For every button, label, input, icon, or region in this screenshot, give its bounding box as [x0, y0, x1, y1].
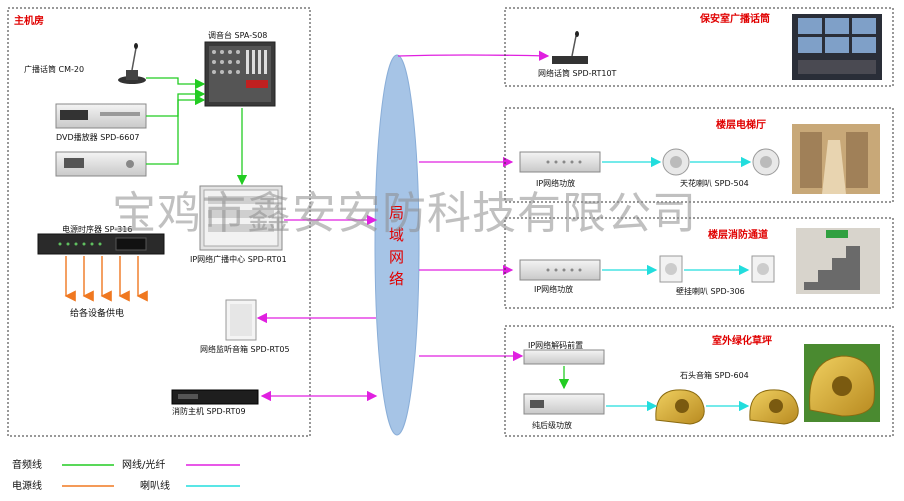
net-char-2: 域 — [389, 226, 404, 244]
stair-ip-amp-device — [519, 259, 601, 281]
stone-speaker-icon — [655, 389, 799, 425]
legend-speaker-label: 喇叭线 — [140, 479, 170, 492]
legend-audio-label: 音频线 — [12, 458, 42, 471]
ip-broadcast-center-device — [199, 185, 283, 251]
broadcast-mic-icon — [118, 43, 146, 84]
fire-host-device — [171, 389, 259, 405]
legend-power-label: 电源线 — [12, 479, 42, 492]
power-supply-lines — [64, 256, 148, 302]
elevator-speaker-label: 天花喇叭 SPD-504 — [680, 178, 749, 188]
fire-label: 消防主机 SPD-RT09 — [172, 406, 246, 416]
speaker-lines — [602, 156, 752, 412]
legend: 音频线 网线/光纤 电源线 喇叭线 — [12, 458, 240, 492]
lawn-speaker-label: 石头音箱 SPD-604 — [680, 370, 749, 380]
network-mic-icon — [552, 31, 588, 64]
lawn-photo — [804, 344, 880, 422]
elevator-hall-photo — [792, 124, 880, 194]
stair-amp-label: IP网络功放 — [534, 284, 573, 294]
mixer-device — [204, 41, 276, 107]
mic-label: 广播话筒 CM-20 — [24, 64, 84, 74]
net-char-1: 局 — [389, 204, 404, 222]
stairway-photo — [796, 228, 880, 294]
sequencer-label: 电源时序器 SP-316 — [62, 224, 132, 234]
main-room-title: 主机房 — [14, 14, 44, 27]
ip-decoder-device — [523, 349, 605, 365]
power-amp-label: 纯后级功放 — [532, 420, 572, 430]
lawn-zone-box — [504, 325, 894, 437]
mixer-label: 调音台 SPA-S08 — [208, 30, 267, 40]
security-zone-box — [504, 7, 894, 87]
network-mic-label: 网络话筒 SPD-RT10T — [538, 68, 617, 78]
elevator-ip-amp-device — [519, 151, 601, 173]
stair-speaker-label: 壁挂喇叭 SPD-306 — [676, 286, 745, 296]
monitor-speaker-device — [225, 299, 257, 341]
decoder-label: IP网络解码前置 — [528, 340, 583, 350]
elevator-zone-box — [504, 107, 894, 203]
center-label: IP网络广播中心 SPD-RT01 — [190, 254, 287, 264]
security-title: 保安室广播话筒 — [699, 12, 770, 25]
lawn-title: 室外绿化草坪 — [712, 334, 772, 347]
watermark: 宝鸡市鑫安安防科技有限公司 — [112, 188, 697, 239]
elevator-title: 楼层电梯厅 — [716, 118, 766, 131]
elevator-amp-label: IP网络功放 — [536, 178, 575, 188]
main-room-box — [7, 7, 311, 437]
monitor-label: 网络监听音箱 SPD-RT05 — [200, 344, 290, 354]
legend-network-label: 网线/光纤 — [122, 458, 165, 471]
wall-speaker-icon — [659, 255, 775, 283]
net-char-3: 网 — [389, 248, 404, 266]
supply-label: 给各设备供电 — [70, 307, 124, 319]
lan-network-ellipse — [374, 54, 420, 436]
dvd-label: DVD播放器 SPD-6607 — [56, 132, 140, 142]
stair-title: 楼层消防通道 — [708, 228, 768, 241]
stair-zone-box — [504, 217, 894, 309]
audio-lines — [146, 77, 570, 390]
security-room-photo — [792, 14, 882, 80]
net-char-4: 络 — [389, 270, 404, 288]
ceiling-speaker-icon — [662, 148, 780, 176]
power-amp-device — [523, 393, 605, 415]
